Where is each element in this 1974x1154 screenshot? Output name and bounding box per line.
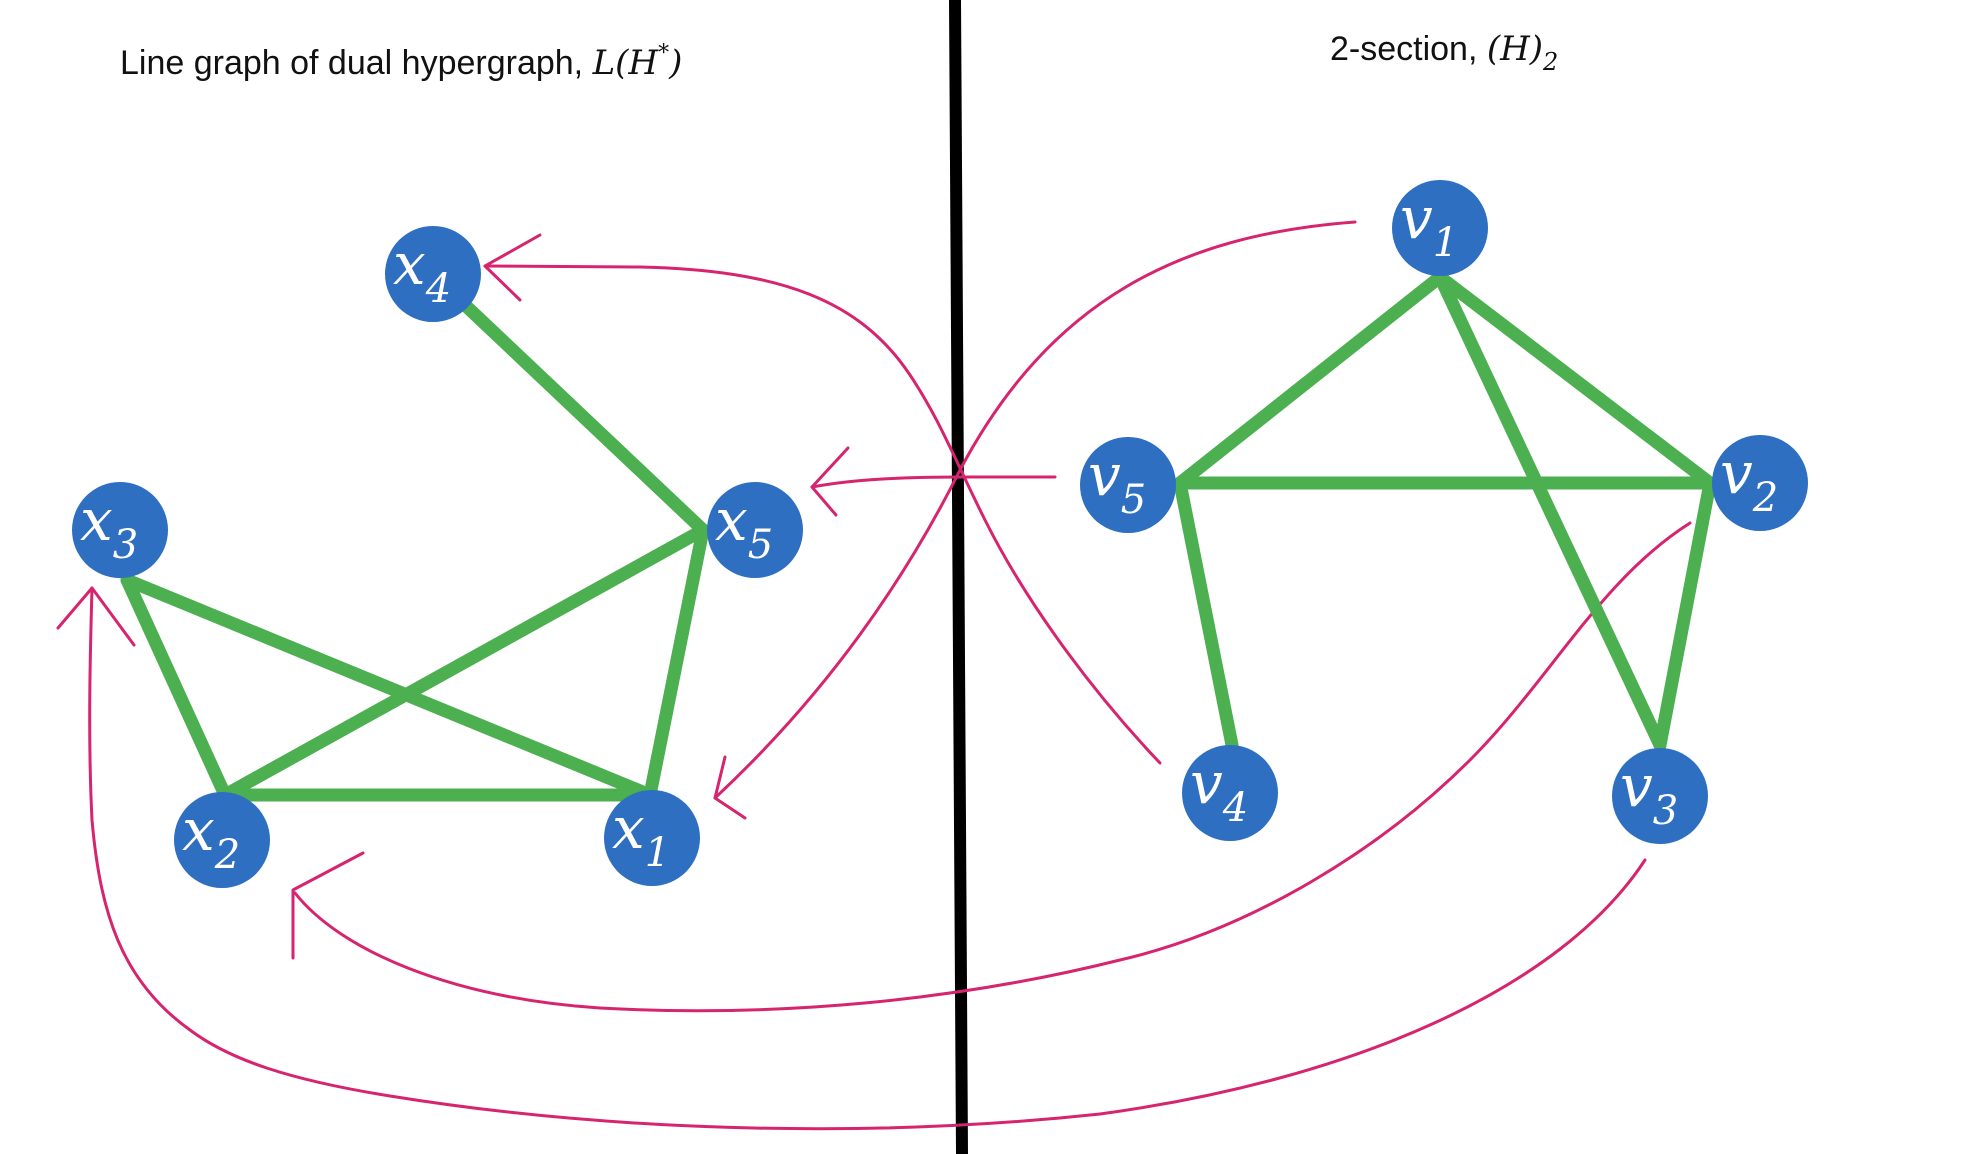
node-circle-x5 — [707, 482, 803, 578]
node-label-x4: x4 — [393, 230, 451, 312]
panel-divider — [949, 0, 968, 1154]
mapping-arrow-v3-x3 — [88, 586, 1647, 1131]
edge-v1-v5 — [1173, 270, 1447, 490]
right-graph-edges — [1173, 270, 1717, 752]
left-graph-edges — [120, 298, 710, 802]
edge-v1-v3 — [1433, 270, 1667, 752]
edge-x5-x1 — [643, 523, 710, 802]
left-panel-title: Line graph of dual hypergraph, L(H*) — [120, 41, 682, 83]
mapping-arrow-v2-x2 — [293, 521, 1692, 1013]
edge-v5-v4 — [1173, 476, 1239, 752]
node-v1: v1 — [1392, 180, 1488, 276]
arrowhead-x5 — [810, 446, 850, 517]
edge-x3-x1 — [120, 573, 657, 802]
edge-v2-v3 — [1653, 476, 1717, 752]
node-circle-x3 — [72, 482, 168, 578]
arrowhead-x1 — [713, 755, 747, 820]
node-circle-v3 — [1612, 748, 1708, 844]
node-label-v3: v3 — [1620, 752, 1678, 834]
mapping-arrows — [56, 220, 1692, 1131]
right-panel-title: 2-section, (H)2 — [1330, 29, 1558, 76]
edge-x4-x5 — [458, 298, 710, 537]
node-x2: x2 — [174, 792, 270, 888]
node-circle-x1 — [604, 790, 700, 886]
node-v3: v3 — [1612, 748, 1708, 844]
node-label-v1: v1 — [1400, 184, 1458, 266]
node-x3: x3 — [72, 482, 168, 578]
node-label-x5: x5 — [715, 486, 773, 568]
mapping-arrow-v5-x5 — [810, 475, 1057, 489]
node-v2: v2 — [1712, 435, 1808, 531]
arrowhead-x4 — [483, 233, 542, 302]
edge-x5-x2 — [218, 523, 710, 802]
arrowhead-x3 — [56, 586, 136, 647]
arrowhead-x2 — [291, 851, 365, 960]
node-circle-x2 — [174, 792, 270, 888]
mapping-arrow-v4-x4 — [483, 264, 1162, 765]
left-graph-nodes: x1 x2 x3 x4 x5 — [72, 226, 803, 888]
node-label-x1: x1 — [612, 794, 670, 876]
node-v5: v5 — [1080, 437, 1176, 533]
node-x4: x4 — [385, 226, 481, 322]
node-circle-v1 — [1392, 180, 1488, 276]
node-label-v4: v4 — [1190, 749, 1248, 831]
edge-v1-v2 — [1433, 270, 1717, 490]
node-label-v2: v2 — [1720, 439, 1778, 521]
node-label-x3: x3 — [80, 486, 138, 568]
mapping-arrow-v1-x1 — [713, 220, 1357, 800]
right-graph-nodes: v1 v2 v3 v4 v5 — [1080, 180, 1808, 844]
node-x5: x5 — [707, 482, 803, 578]
node-circle-v5 — [1080, 437, 1176, 533]
node-circle-x4 — [385, 226, 481, 322]
node-x1: x1 — [604, 790, 700, 886]
node-circle-v4 — [1182, 745, 1278, 841]
edge-x3-x2 — [120, 573, 232, 802]
node-label-v5: v5 — [1088, 441, 1146, 523]
node-circle-v2 — [1712, 435, 1808, 531]
node-label-x2: x2 — [182, 796, 240, 878]
node-v4: v4 — [1182, 745, 1278, 841]
